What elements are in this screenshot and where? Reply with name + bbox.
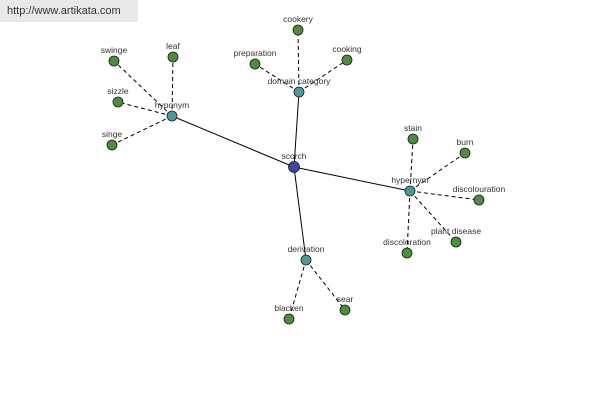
edge-hyponym-swinge [113, 60, 173, 117]
label-preparation: preparation [233, 48, 276, 58]
label-cookery: cookery [283, 14, 314, 24]
edge-hypernym-plant_disease [409, 190, 457, 243]
edge-derivation-blacken [288, 259, 307, 320]
label-hypernym: hypernym [391, 175, 428, 185]
label-cooking: cooking [332, 44, 362, 54]
edge-hyponym-leaf [171, 56, 174, 117]
node-hyponym[interactable] [166, 110, 178, 122]
node-discoloration[interactable] [401, 247, 413, 259]
node-derivation[interactable] [300, 254, 312, 266]
node-layer [106, 24, 485, 325]
node-cookery[interactable] [292, 24, 304, 36]
edge-domain_category-preparation [254, 63, 300, 93]
node-sizzle[interactable] [112, 96, 124, 108]
edge-scorch-domain_category [293, 91, 300, 168]
edge-hypernym-discolouration [409, 190, 480, 201]
node-scorch[interactable] [288, 161, 300, 173]
edge-domain_category-cookery [297, 29, 300, 93]
node-leaf[interactable] [167, 51, 179, 63]
edge-scorch-hypernym [293, 166, 411, 192]
label-plant-disease: plant disease [431, 226, 481, 236]
node-domain-category[interactable] [293, 86, 305, 98]
node-stain[interactable] [407, 133, 419, 145]
label-derivation: derivation [288, 244, 325, 254]
edge-hypernym-discoloration [406, 190, 411, 254]
edge-scorch-hyponym [171, 115, 295, 168]
node-preparation[interactable] [249, 58, 261, 70]
label-discolouration: discolouration [453, 184, 506, 194]
node-cooking[interactable] [341, 54, 353, 66]
label-blacken: blacken [274, 303, 304, 313]
edge-hypernym-stain [409, 138, 414, 192]
watermark-url: http://www.artikata.com [0, 0, 138, 22]
label-swinge: swinge [101, 45, 128, 55]
label-burn: burn [456, 137, 473, 147]
label-sizzle: sizzle [107, 86, 129, 96]
node-hypernym[interactable] [404, 185, 416, 197]
node-burn[interactable] [459, 147, 471, 159]
label-discoloration: discoloration [383, 237, 431, 247]
label-scorch: scorch [281, 151, 306, 161]
edge-scorch-derivation [293, 166, 307, 261]
label-sear: sear [337, 294, 354, 304]
label-leaf: leaf [166, 41, 180, 51]
label-layer: scorch hyponym domain category hypernym deri… [101, 14, 506, 313]
edge-derivation-sear [305, 259, 346, 311]
edge-domain_category-cooking [298, 59, 348, 93]
node-blacken[interactable] [283, 313, 295, 325]
label-domain-category: domain category [268, 76, 332, 86]
label-singe: singe [102, 129, 123, 139]
node-plant-disease[interactable] [450, 236, 462, 248]
node-sear[interactable] [339, 304, 351, 316]
node-singe[interactable] [106, 139, 118, 151]
edge-hyponym-sizzle [117, 101, 173, 117]
node-discolouration[interactable] [473, 194, 485, 206]
label-hyponym: hyponym [155, 100, 190, 110]
label-stain: stain [404, 123, 422, 133]
edge-layer [111, 29, 480, 320]
node-swinge[interactable] [108, 55, 120, 67]
